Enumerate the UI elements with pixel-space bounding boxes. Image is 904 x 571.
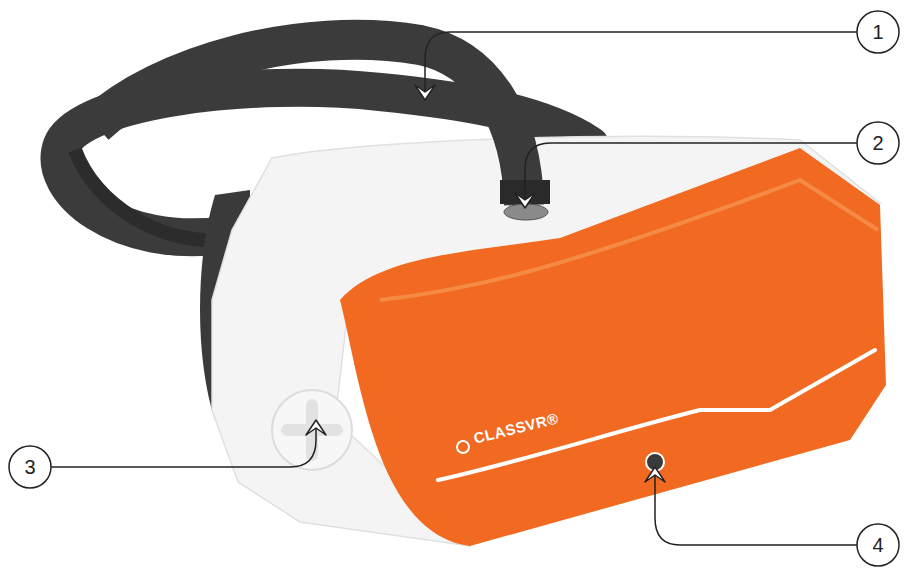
top-strap (95, 40, 524, 205)
front-stripe (438, 350, 875, 480)
front-cover (340, 148, 886, 546)
strap-shade (75, 150, 225, 240)
button-cross (287, 405, 337, 455)
callout-number: 1 (856, 10, 900, 54)
leader-lines (51, 32, 857, 545)
callout-circles (9, 11, 899, 566)
leader-arrowheads (306, 85, 665, 482)
callout-number: 2 (856, 121, 900, 165)
logo-mark (457, 441, 469, 453)
callout-number: 3 (8, 445, 52, 489)
front-highlight (380, 180, 878, 300)
callout-number: 4 (856, 523, 900, 567)
